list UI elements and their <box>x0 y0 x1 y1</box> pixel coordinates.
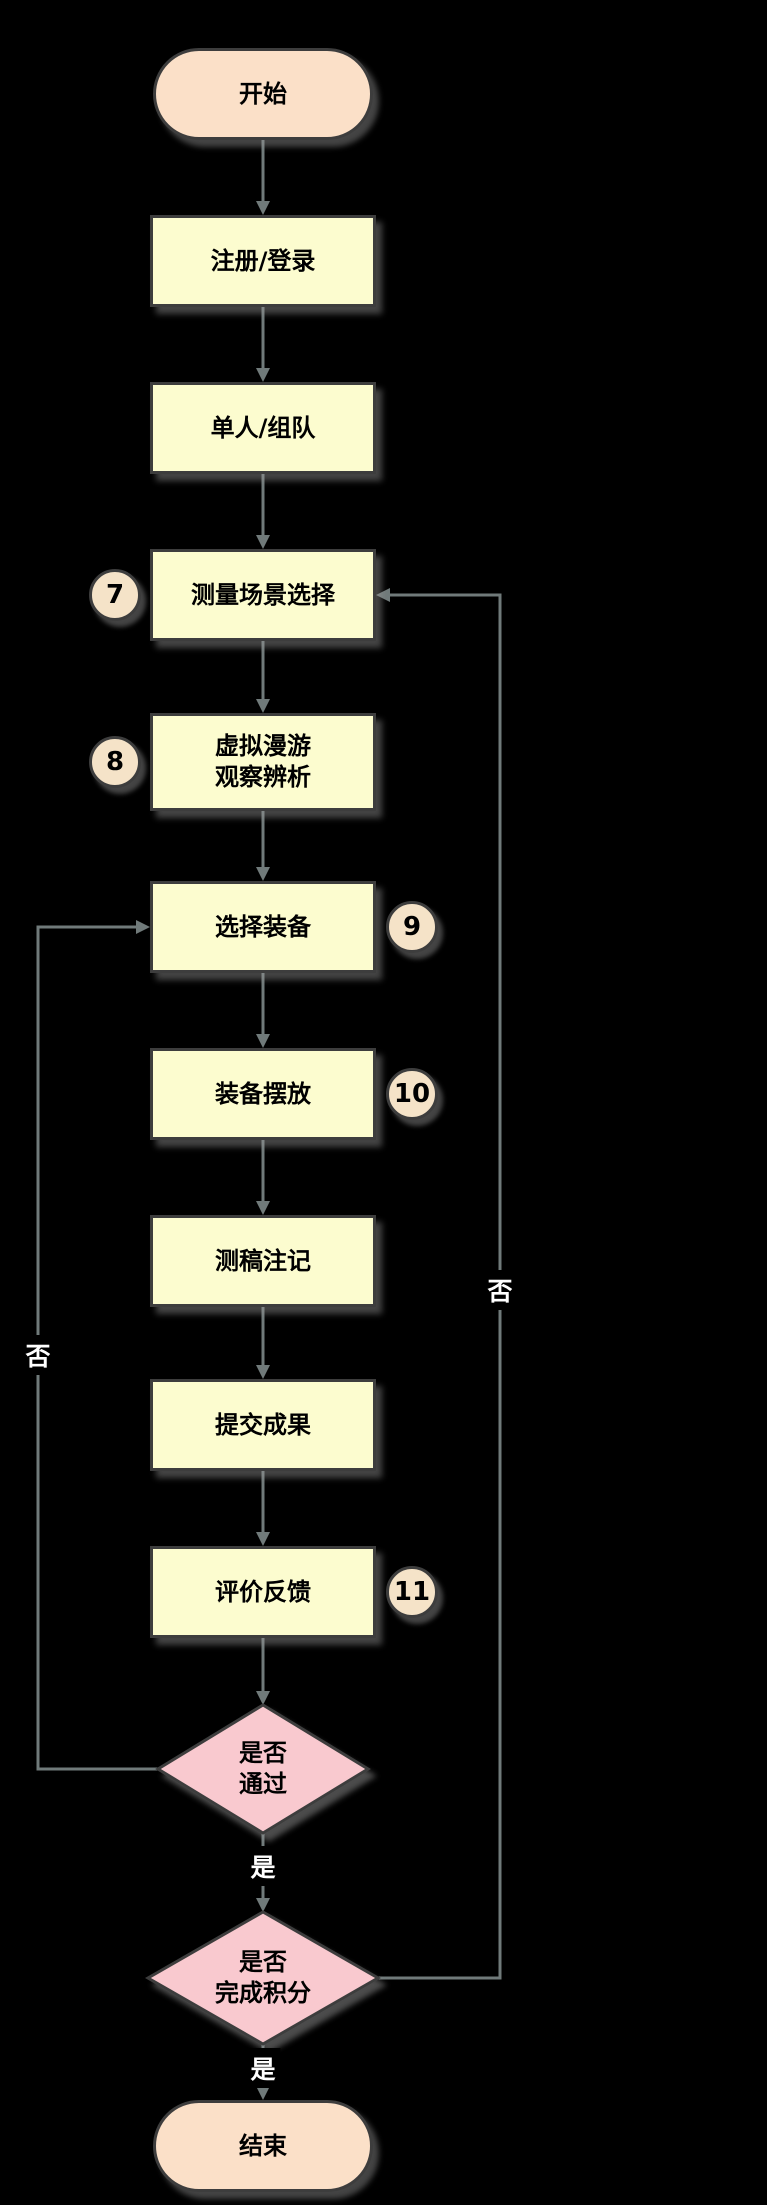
process-scene-selection: 测量场景选择 <box>150 549 376 641</box>
points-label-line2: 完成积分 <box>215 1979 311 2007</box>
process-select-equipment: 选择装备 <box>150 881 376 973</box>
equip-place-label: 装备摆放 <box>215 1079 311 1108</box>
scene-label: 测量场景选择 <box>191 580 335 609</box>
step-badge-10: 10 <box>386 1068 438 1120</box>
process-evaluation-feedback: 评价反馈 <box>150 1546 376 1638</box>
start-label: 开始 <box>239 79 287 108</box>
edge-label-points-yes: 是 <box>245 2048 281 2088</box>
badge-11-number: 11 <box>393 1577 431 1607</box>
step-badge-8: 8 <box>89 736 141 788</box>
process-solo-or-team: 单人/组队 <box>150 382 376 474</box>
end-node: 结束 <box>153 2100 373 2192</box>
badge-10-number: 10 <box>393 1079 431 1109</box>
annotate-label: 测稿注记 <box>215 1246 311 1275</box>
roam-label-line2: 观察辨析 <box>215 763 311 791</box>
edge-label-pass-no: 否 <box>20 1335 56 1375</box>
feedback-label: 评价反馈 <box>215 1577 311 1606</box>
start-node: 开始 <box>153 48 373 140</box>
decision-points-shape <box>144 1910 382 2046</box>
step-badge-9: 9 <box>386 901 438 953</box>
pass-label-line1: 是否 <box>239 1739 287 1767</box>
decision-pass-label: 是否 通过 <box>239 1738 287 1800</box>
mode-label: 单人/组队 <box>210 413 316 442</box>
decision-pass-shape <box>155 1703 371 1835</box>
register-label: 注册/登录 <box>210 246 316 275</box>
step-badge-11: 11 <box>386 1566 438 1618</box>
process-virtual-roam: 虚拟漫游 观察辨析 <box>150 713 376 811</box>
process-submit-results: 提交成果 <box>150 1379 376 1471</box>
edge-label-points-no: 否 <box>482 1270 518 1310</box>
end-label: 结束 <box>239 2131 287 2160</box>
step-badge-7: 7 <box>89 569 141 621</box>
process-survey-annotation: 测稿注记 <box>150 1215 376 1307</box>
decision-points-label: 是否 完成积分 <box>215 1947 311 2009</box>
badge-9-number: 9 <box>402 912 422 942</box>
connector-arrowheads <box>136 201 390 2100</box>
pass-label-line2: 通过 <box>239 1770 287 1798</box>
points-label-line1: 是否 <box>239 1948 287 1976</box>
equip-select-label: 选择装备 <box>215 912 311 941</box>
process-place-equipment: 装备摆放 <box>150 1048 376 1140</box>
edge-label-pass-yes: 是 <box>245 1846 281 1886</box>
submit-label: 提交成果 <box>215 1410 311 1439</box>
loop-no-left <box>36 925 158 1771</box>
badge-8-number: 8 <box>105 747 125 777</box>
roam-label-line1: 虚拟漫游 <box>215 732 311 760</box>
decision-shapes <box>144 1703 382 2046</box>
badge-7-number: 7 <box>105 580 125 610</box>
process-register-login: 注册/登录 <box>150 215 376 307</box>
